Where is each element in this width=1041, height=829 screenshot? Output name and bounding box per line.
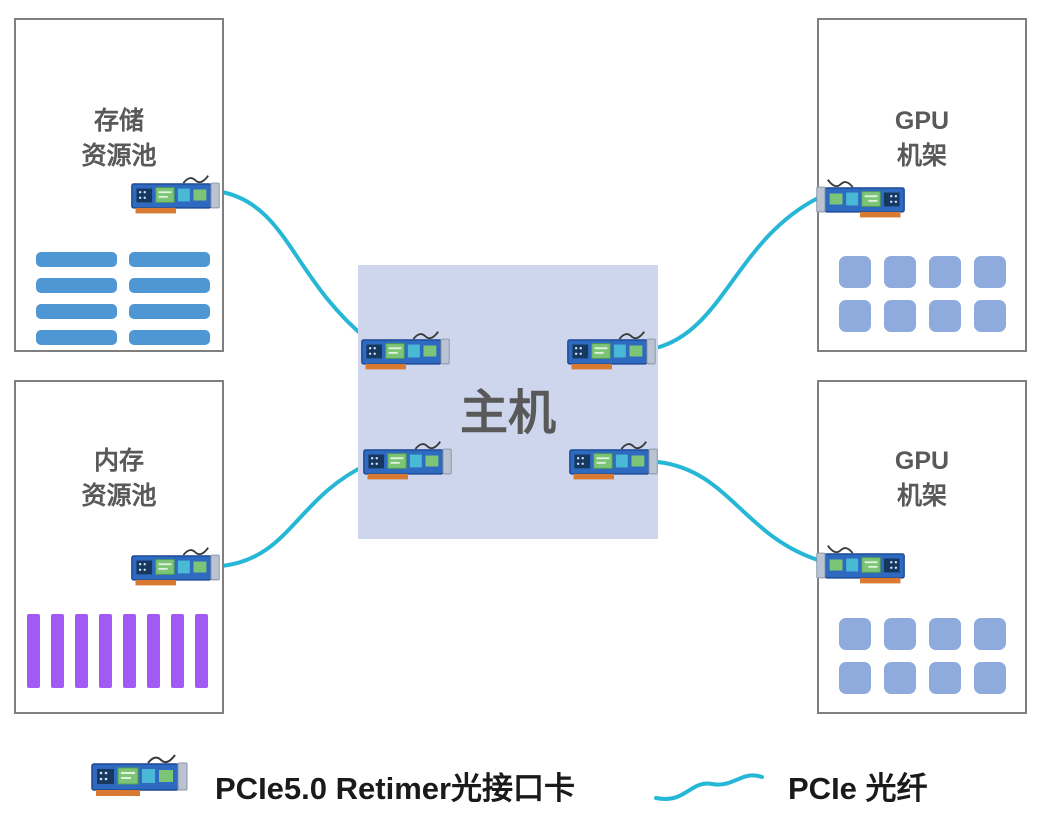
gpu-block [929,300,961,332]
legend-pcie-card-icon [90,750,190,802]
memory-dimm-bar [27,614,40,688]
memory-pool-label-line2: 资源池 [81,482,157,510]
gpu-rack-bottom-label-line2: 机架 [896,482,947,510]
storage-drive-grid [36,252,210,345]
gpu-block [839,662,871,694]
gpu-block [884,618,916,650]
gpu-block [974,300,1006,332]
storage-pool-label-line2: 资源池 [81,142,157,170]
host-label: 主机 [459,387,556,440]
memory-dimm-bar [171,614,184,688]
fiber-memory-to-host [220,462,370,568]
memory-dimm-bar [195,614,208,688]
gpu-grid-top [839,256,1006,332]
storage-drive-bar [36,330,117,345]
gpu-block [884,256,916,288]
gpu-rack-top-label-line2: 机架 [896,142,947,170]
storage-drive-bar [36,304,117,319]
storage-pool-label: 存储 资源池 [16,104,222,174]
gpu-block [884,300,916,332]
gpu-rack-top-label: GPU 机架 [819,104,1025,174]
storage-pool-box: 存储 资源池 [14,18,224,352]
pcie-retimer-card-icon-host-top-right [566,328,658,374]
memory-pool-label-line1: 内存 [93,447,144,475]
pcie-retimer-card-icon-memory [130,544,222,590]
storage-drive-bar [129,304,210,319]
pcie-retimer-card-icon-host-bottom-left [362,438,454,484]
gpu-block [839,256,871,288]
pcie-retimer-card-icon-host-top-left [360,328,452,374]
memory-dimm-bar [147,614,160,688]
gpu-grid-bottom [839,618,1006,694]
gpu-block [884,662,916,694]
legend-fiber-label: PCIe 光纤 [788,771,928,806]
pcie-retimer-card-icon-storage [130,172,222,218]
gpu-block [929,256,961,288]
memory-dimm-bar [75,614,88,688]
pcie-retimer-card-icon-host-bottom-right [568,438,660,484]
memory-dimm-row [27,614,208,688]
gpu-rack-top-label-line1: GPU [894,107,950,135]
gpu-rack-bottom-label: GPU 机架 [819,444,1025,514]
storage-drive-bar [129,278,210,293]
memory-dimm-bar [51,614,64,688]
gpu-block [974,662,1006,694]
gpu-rack-bottom-label-line1: GPU [894,447,950,475]
storage-drive-bar [129,330,210,345]
fiber-host-to-gpu-top [654,196,820,350]
memory-pool-box: 内存 资源池 [14,380,224,714]
memory-pool-label: 内存 资源池 [16,444,222,514]
pcie-retimer-card-icon-gpu-top [814,176,906,222]
memory-dimm-bar [99,614,112,688]
gpu-block [974,618,1006,650]
storage-drive-bar [36,252,117,267]
legend-fiber-sample [654,773,764,801]
host-box: 主机 [358,265,658,539]
gpu-block [974,256,1006,288]
storage-pool-label-line1: 存储 [93,107,144,135]
gpu-rack-bottom-box: GPU 机架 [817,380,1027,714]
gpu-block [839,300,871,332]
legend-card-label: PCIe5.0 Retimer光接口卡 [215,771,576,806]
fiber-host-to-gpu-bottom [656,460,820,562]
storage-drive-bar [129,252,210,267]
gpu-rack-top-box: GPU 机架 [817,18,1027,352]
pcie-retimer-card-icon-gpu-bottom [814,542,906,588]
fiber-storage-to-host [220,190,370,342]
storage-drive-bar [36,278,117,293]
memory-dimm-bar [123,614,136,688]
gpu-block [929,618,961,650]
gpu-block [929,662,961,694]
gpu-block [839,618,871,650]
